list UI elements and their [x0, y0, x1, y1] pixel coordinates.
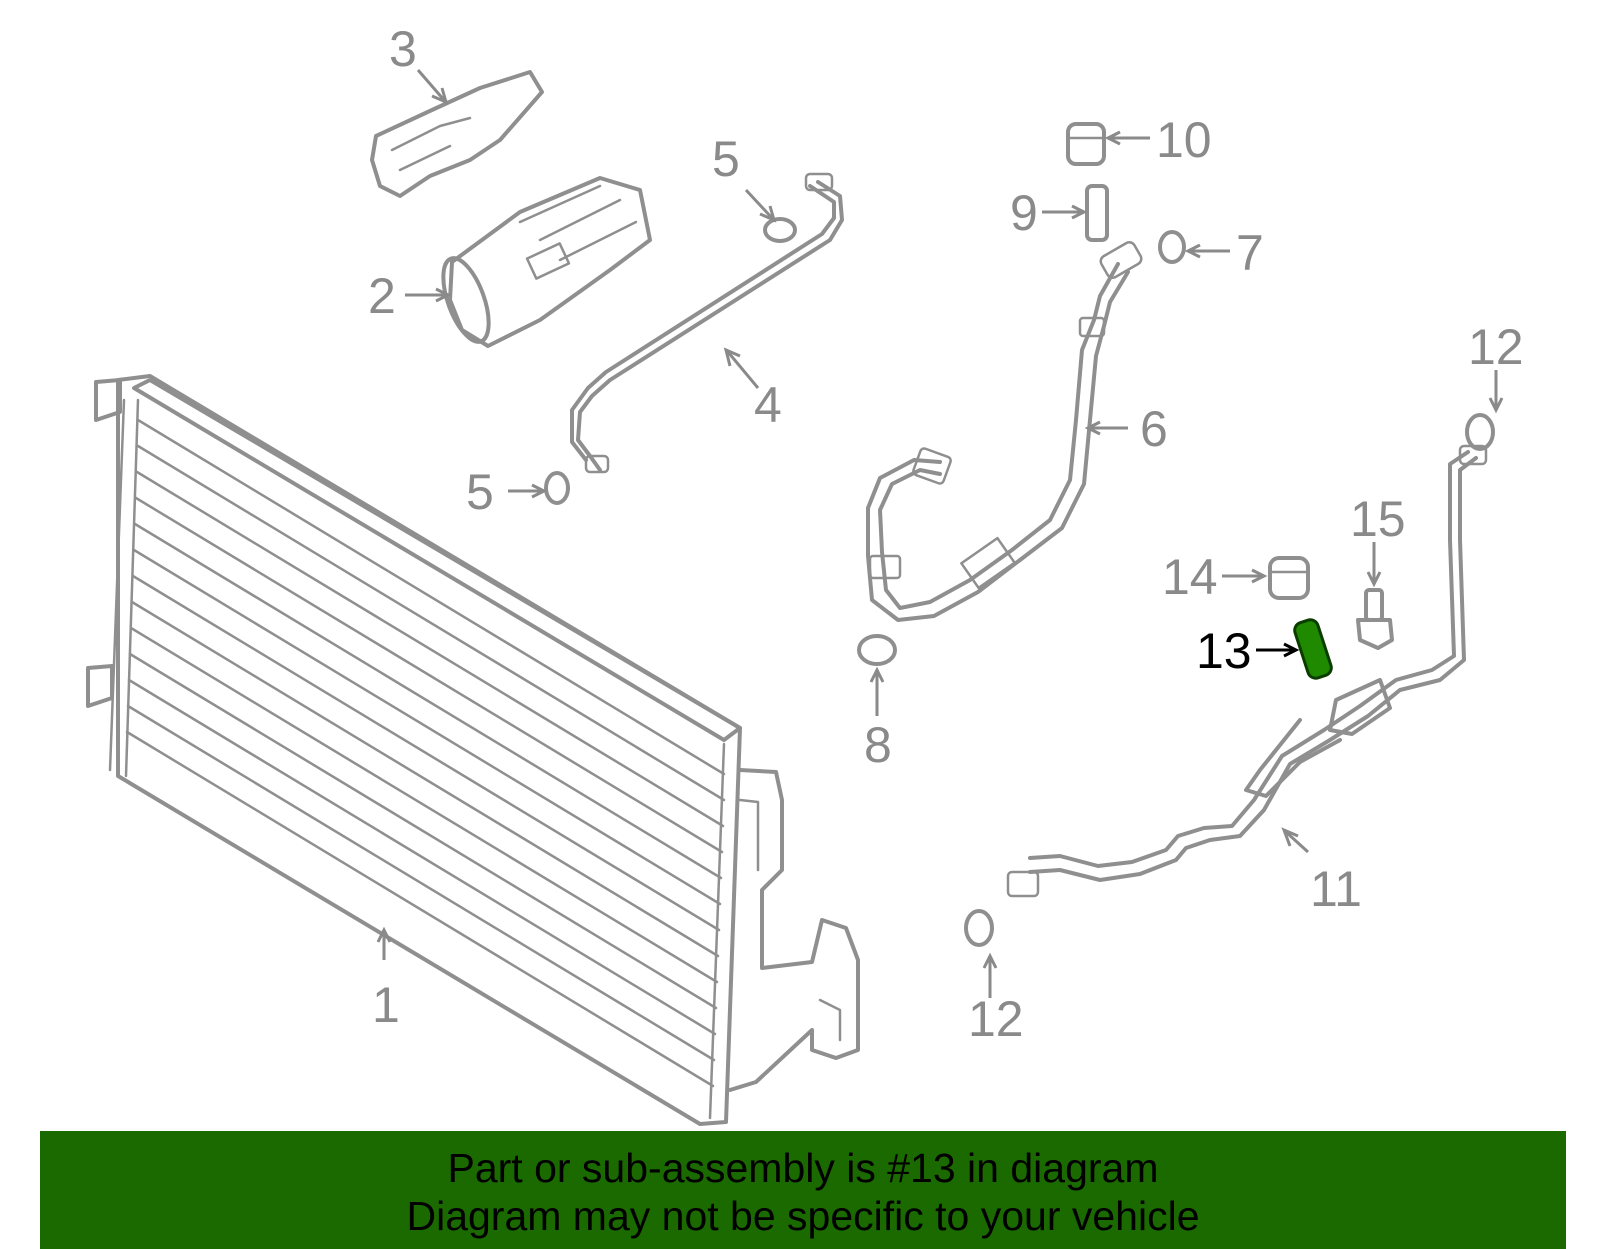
o-ring-part-5-lower — [544, 471, 570, 505]
callout-8: 8 — [864, 717, 892, 773]
hose-part-4 — [570, 172, 844, 474]
line-part-11 — [1006, 444, 1488, 898]
callout-5-lower: 5 — [466, 464, 494, 520]
sensor-part-15 — [1356, 588, 1394, 650]
valve-core-part-9 — [1085, 184, 1109, 242]
callout-12-upper: 12 — [1468, 319, 1524, 375]
callout-14: 14 — [1162, 549, 1218, 605]
callout-9: 9 — [1010, 185, 1038, 241]
o-ring-part-12-lower — [964, 909, 994, 947]
o-ring-part-8 — [857, 634, 897, 666]
o-ring-part-12-upper — [1465, 413, 1495, 451]
callout-6: 6 — [1140, 401, 1168, 457]
callout-5-upper: 5 — [712, 131, 740, 187]
hose-part-6 — [866, 241, 1143, 622]
callout-1: 1 — [372, 977, 400, 1033]
info-banner: Part or sub-assembly is #13 in diagram D… — [40, 1131, 1566, 1249]
o-ring-part-7 — [1158, 230, 1186, 264]
banner-line-disclaimer: Diagram may not be specific to your vehi… — [406, 1193, 1200, 1239]
callout-3: 3 — [389, 21, 417, 77]
callout-12-lower: 12 — [968, 991, 1024, 1047]
callout-7: 7 — [1236, 225, 1264, 281]
callout-2: 2 — [368, 268, 396, 324]
compressor-part-2 — [441, 176, 652, 348]
callout-11: 11 — [1310, 861, 1362, 917]
condenser-part-1 — [86, 374, 860, 1126]
cap-part-10 — [1066, 122, 1106, 166]
o-ring-part-5-upper — [763, 217, 797, 243]
callout-13-highlighted: 13 — [1196, 623, 1252, 679]
banner-line-part-number: Part or sub-assembly is #13 in diagram — [447, 1145, 1159, 1191]
callout-10: 10 — [1156, 112, 1212, 168]
callout-arrows — [376, 69, 1504, 998]
cap-part-14 — [1268, 556, 1310, 600]
callout-15: 15 — [1350, 491, 1406, 547]
bracket-part-3 — [370, 70, 544, 198]
valve-core-part-13-highlighted — [1293, 618, 1333, 680]
callout-4: 4 — [754, 377, 782, 433]
